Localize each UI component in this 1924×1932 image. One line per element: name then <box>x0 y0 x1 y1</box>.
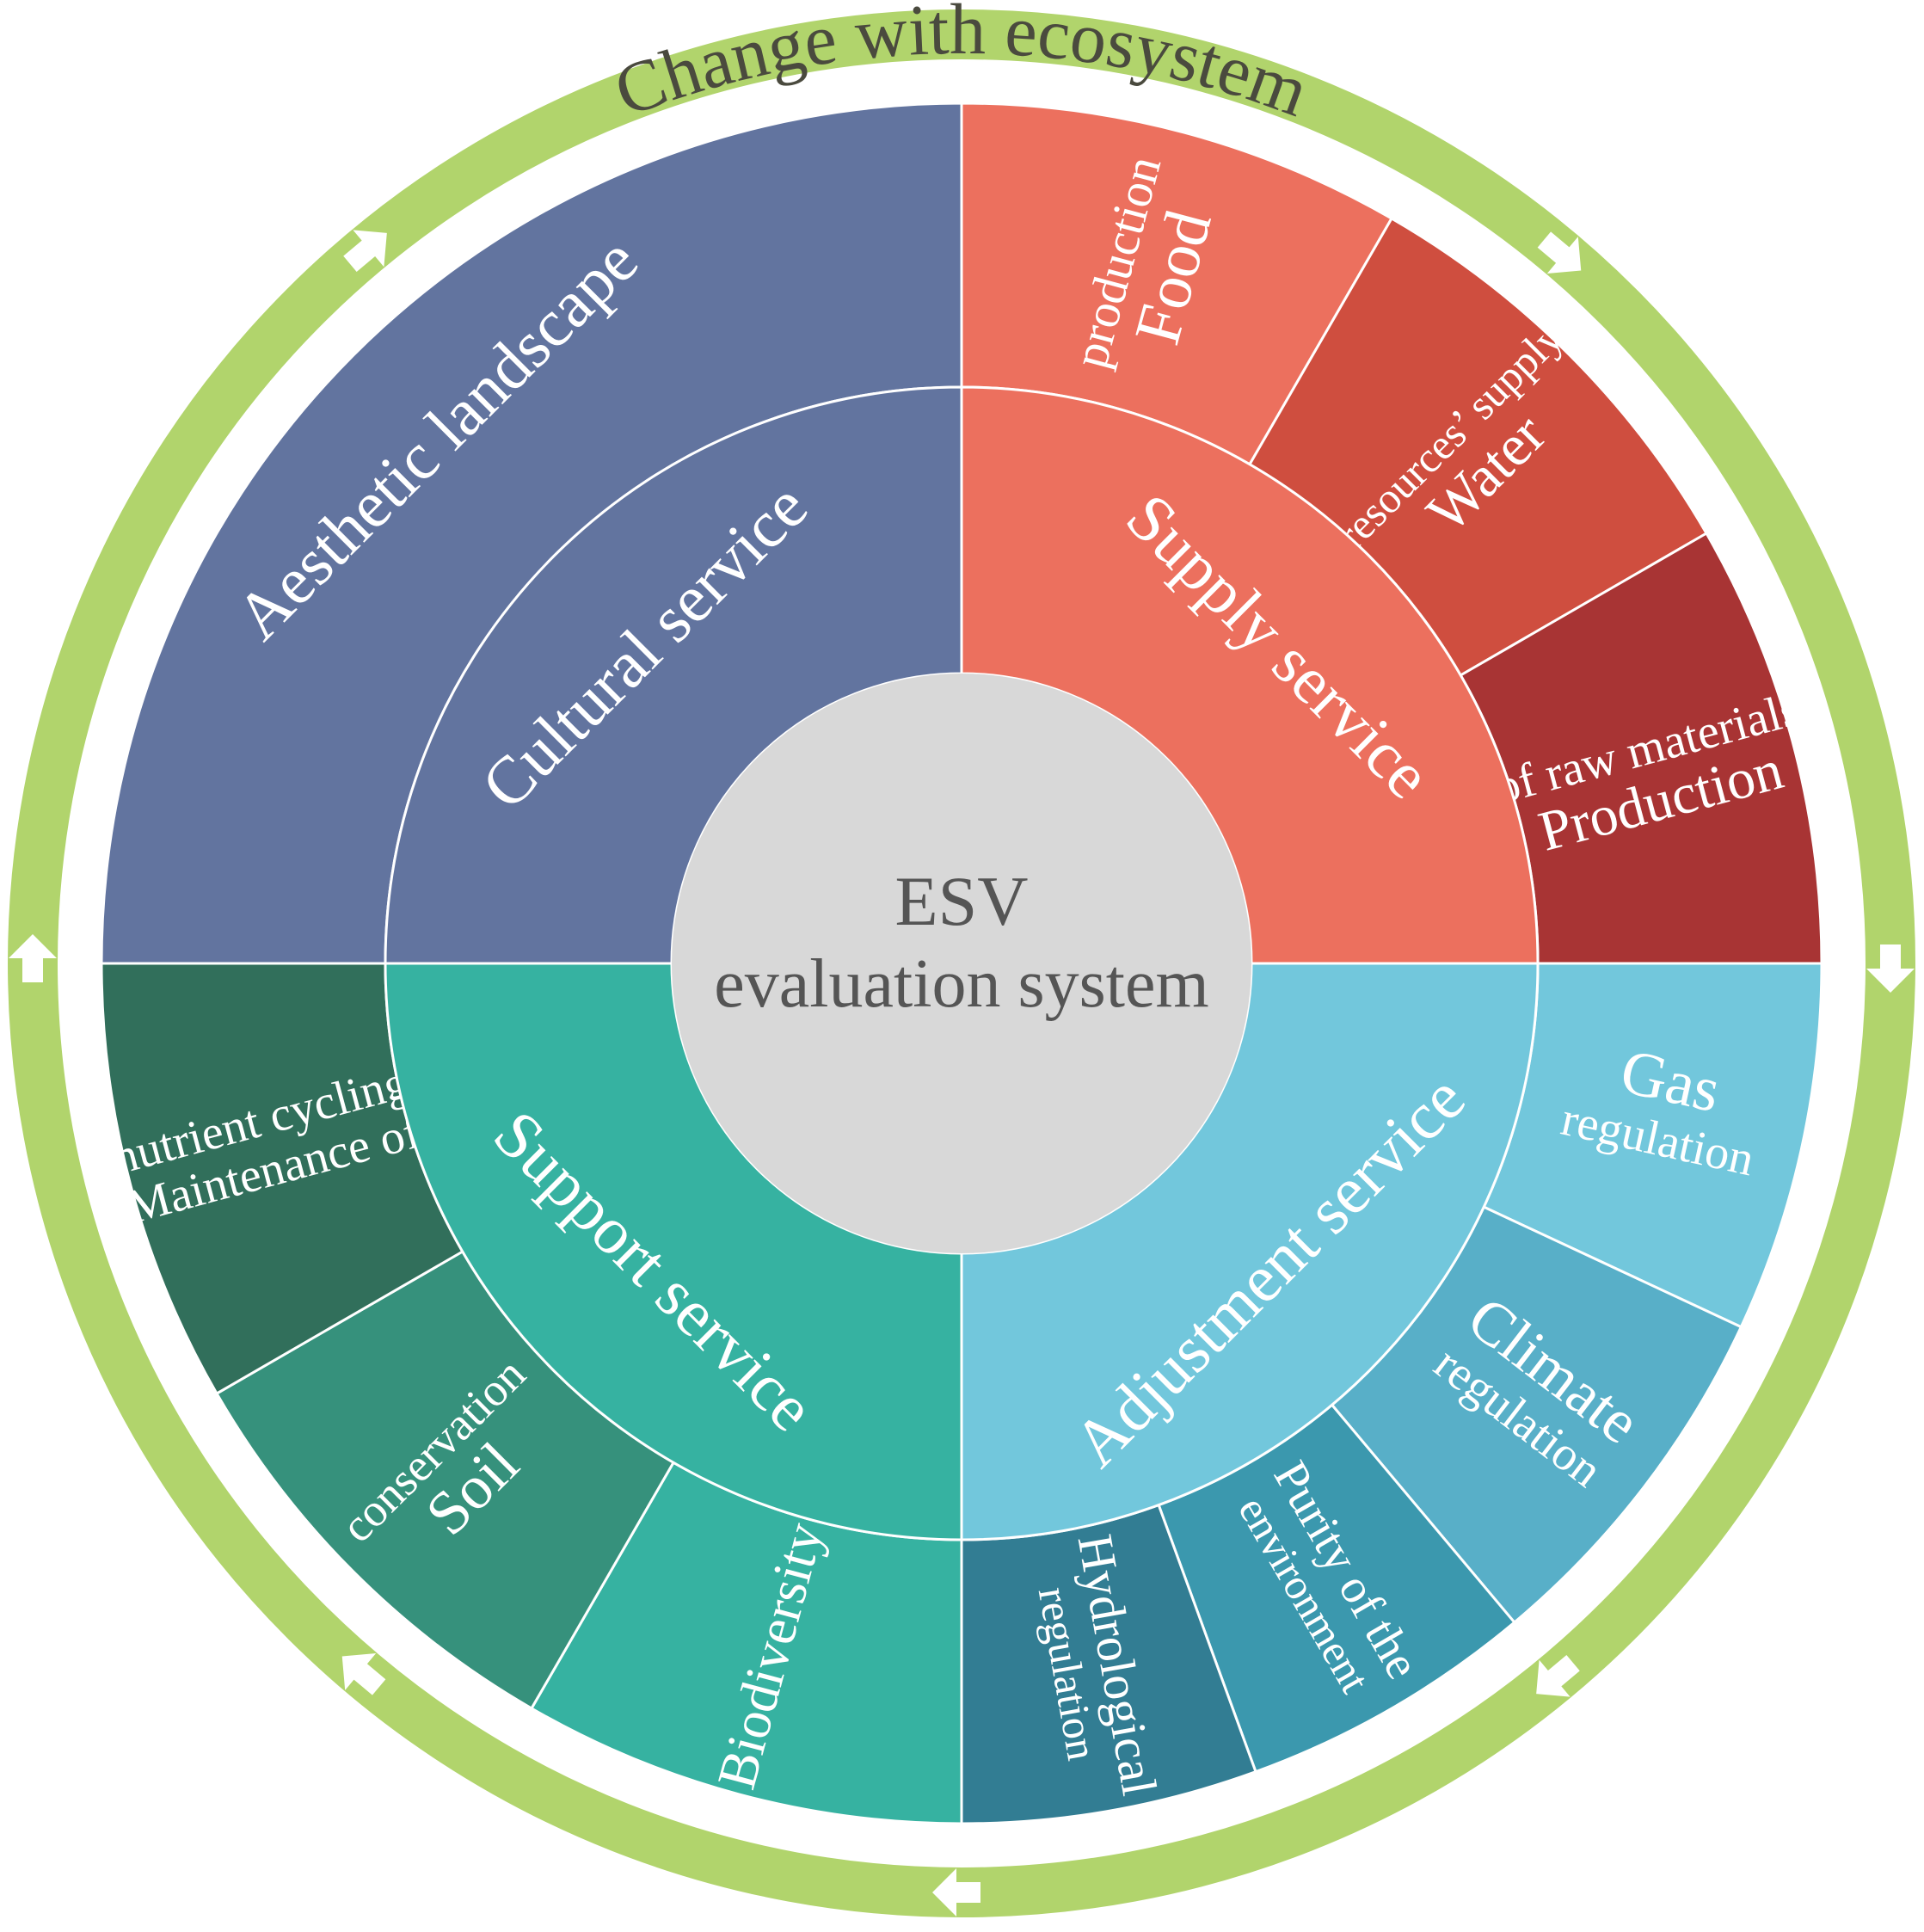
ring-arrow-icon <box>1536 1654 1580 1697</box>
ring-arrow-icon <box>341 1653 386 1695</box>
ring-arrow-icon <box>1537 231 1582 274</box>
ring-arrows <box>9 230 1915 1917</box>
ring-arrow-icon <box>343 230 387 273</box>
ring-arrow-icon <box>1866 944 1915 993</box>
subservice-biodiversity: Biodiversity <box>529 1461 963 1825</box>
ring-arrow-icon <box>9 934 57 982</box>
center-subtitle: evaluation system <box>714 946 1208 1022</box>
center-disk <box>672 674 1251 1253</box>
ring-arrow-icon <box>932 1868 980 1917</box>
center-title: ESV <box>895 862 1029 940</box>
